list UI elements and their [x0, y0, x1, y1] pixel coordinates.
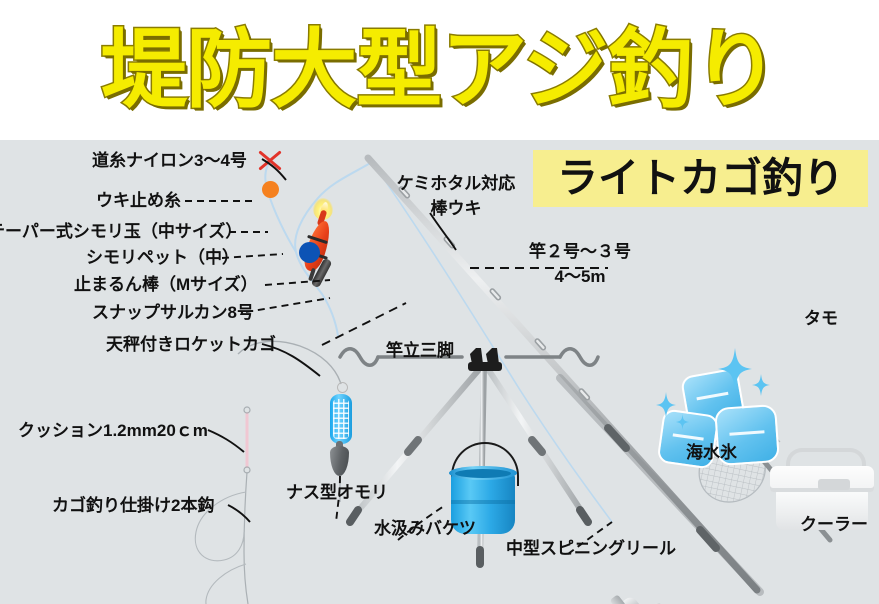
label-landing-net: タモ: [804, 309, 838, 328]
label-tomaru-bou: 止まるん棒（Mサイズ）: [74, 275, 258, 294]
bucket-inner: [455, 469, 511, 478]
leader-lines: [185, 158, 613, 555]
cage-mesh: [333, 399, 349, 439]
cooler-handle: [786, 448, 866, 482]
label-kemi-hotaru-line1: ケミホタル対応: [396, 174, 516, 193]
diagram-canvas: ライトカゴ釣り: [0, 140, 879, 604]
label-rod-line1: 竿２号〜３号: [529, 242, 631, 261]
sinker-eye: [336, 441, 343, 449]
label-rod-line2: 4〜5m: [554, 267, 606, 286]
label-tripod: 竿立三脚: [386, 341, 454, 360]
label-rocket-cage: 天秤付きロケットカゴ: [106, 335, 276, 354]
label-seawater-ice: 海水氷: [686, 443, 737, 462]
label-taper-shimori: テーパー式シモリ玉（中サイズ）: [0, 222, 243, 241]
label-cooler: クーラー: [800, 515, 868, 534]
cage-ring: [337, 382, 348, 393]
label-cushion: クッション1.2mm20ｃm: [18, 421, 208, 440]
cooler-body: [776, 490, 868, 530]
header-banner: 堤防大型アジ釣り: [0, 0, 879, 140]
fishing-rod: [364, 154, 764, 596]
tripod-rail: [338, 347, 600, 367]
bucket-band: [451, 500, 515, 504]
bucket-body: [451, 472, 515, 534]
page-title: 堤防大型アジ釣り: [100, 21, 781, 120]
cooler-box: [770, 448, 874, 530]
shimori-pet-bead: [299, 242, 320, 263]
label-kemi-hotaru-line2: 棒ウキ: [430, 199, 482, 218]
sparkle-icon-small: [752, 374, 770, 396]
stick-float: [300, 198, 335, 282]
light-kago-badge: ライトカゴ釣り: [533, 150, 868, 207]
sparkle-icon-tiny: [676, 414, 689, 430]
sparkle-icon-left: [656, 392, 676, 418]
label-nasu-sinker: ナス型オモリ: [286, 483, 388, 502]
taper-shimori-bead: [262, 181, 279, 198]
label-spinning-reel: 中型スピニングリール: [506, 539, 676, 558]
label-shimori-pet: シモリペット（中）: [86, 248, 239, 267]
diagram-artwork: [194, 153, 833, 604]
nasu-sinker: [330, 446, 349, 476]
label-kago-rig: カゴ釣り仕掛け2本鈎: [52, 496, 215, 515]
cooler-latch: [818, 479, 850, 490]
label-snap-swivel: スナップサルカン8号: [92, 303, 254, 322]
seawater-ice-group: [656, 348, 800, 470]
label-uki-stopper: ウキ止め糸: [96, 191, 181, 210]
label-water-bucket: 水汲みバケツ: [374, 519, 476, 538]
badge-label: ライトカゴ釣り: [557, 155, 844, 201]
water-bucket: [449, 442, 519, 536]
tripod-legs: [346, 348, 592, 568]
rocket-cage: [328, 382, 354, 450]
sparkle-icon-large: [718, 348, 752, 390]
label-mainline: 道糸ナイロン3〜4号: [92, 151, 247, 170]
